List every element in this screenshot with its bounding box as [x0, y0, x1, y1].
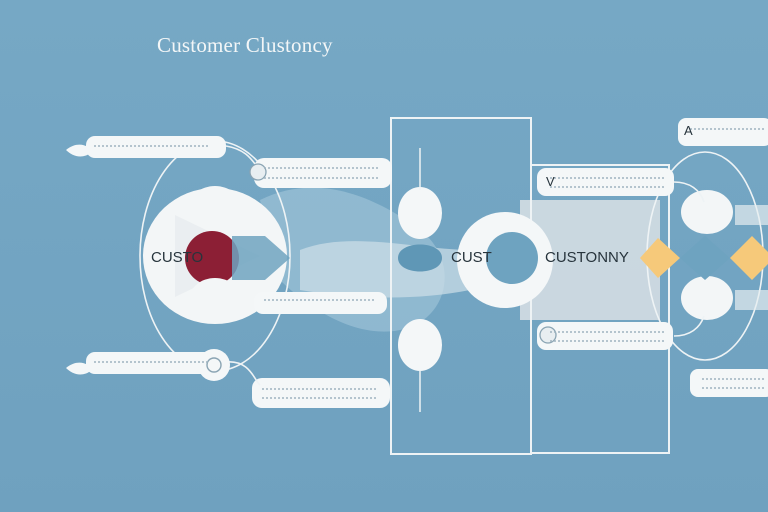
right-node-label: CUSTONNY	[545, 249, 629, 266]
card-far-right-bottom	[690, 369, 768, 397]
center-top-node	[398, 187, 442, 239]
center-bottom-node	[398, 319, 442, 371]
leaf-icon	[66, 144, 92, 157]
connector-line	[673, 181, 705, 203]
card-right-top	[537, 168, 674, 196]
blue-diamond-left	[232, 236, 290, 280]
center-blue-node	[398, 244, 442, 272]
connector-line	[673, 315, 705, 337]
card-top-left	[86, 136, 226, 158]
leaf-icon	[66, 362, 92, 375]
center-right-core	[486, 232, 538, 284]
diagram-title: Customer Clustoncy	[157, 33, 333, 57]
circle-marker-inner	[206, 357, 222, 373]
right-edge-band-top	[735, 205, 768, 225]
small-card-label: V	[546, 174, 555, 189]
placeholder-lines	[94, 128, 766, 399]
bottom-petal	[189, 278, 241, 322]
bullet-icon	[249, 163, 267, 181]
center-node-label: CUST	[451, 249, 492, 266]
connector-band	[300, 241, 470, 298]
connector-line	[225, 361, 261, 386]
right-bottom-petal	[681, 276, 733, 320]
blue-diamond-right	[680, 236, 730, 280]
yellow-diamond-right	[730, 236, 768, 280]
card-bottom-left	[86, 352, 226, 374]
right-top-petal	[681, 190, 733, 234]
right-frame	[530, 164, 670, 454]
bullet-icon	[539, 326, 557, 344]
top-petal	[189, 186, 241, 230]
right-edge-band-bottom	[735, 290, 768, 310]
card-mid-left	[254, 158, 392, 188]
yellow-diamond-left	[640, 238, 680, 278]
card-far-right-top	[678, 118, 768, 146]
red-core	[185, 231, 239, 285]
card-mid-left-2	[254, 292, 387, 314]
gray-band	[520, 200, 660, 320]
card-bottom-mid	[252, 378, 390, 408]
left-node-label: CUSTO	[151, 249, 204, 266]
small-card-label: A	[684, 123, 693, 138]
circle-marker-icon	[198, 349, 230, 381]
card-right-bottom	[537, 322, 673, 350]
